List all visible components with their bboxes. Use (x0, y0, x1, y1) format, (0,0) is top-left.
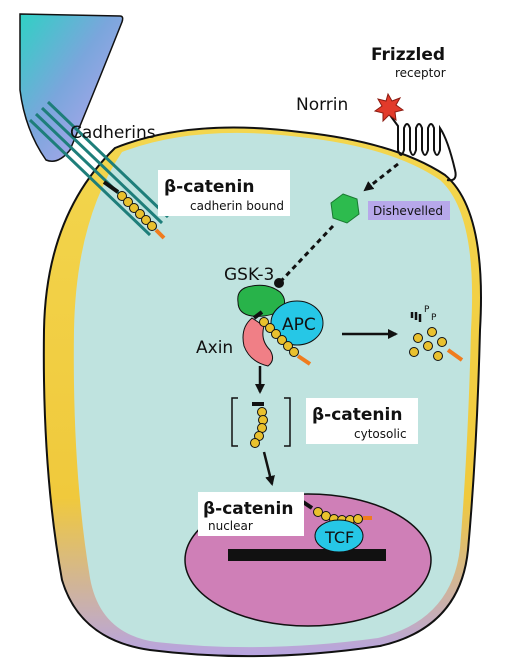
cytosolic-bracket-left (231, 397, 238, 447)
inhibition-end (274, 278, 284, 288)
apc-shape (270, 300, 324, 346)
apc-label: APC (282, 315, 316, 335)
axin-label: Axin (196, 338, 233, 358)
catenin-cyto-sub: cytosolic (354, 427, 407, 441)
axin-shape (242, 317, 274, 367)
cytosolic-bracket-right (284, 397, 291, 447)
frizzled-label: Frizzled (371, 45, 445, 65)
catenin-cadherin-chain (102, 180, 166, 240)
dna-bar (228, 549, 386, 561)
tcf-shape (314, 519, 364, 553)
cadherin-strands (28, 100, 170, 237)
gsk3-label: GSK-3 (224, 265, 274, 285)
catenin-bound-label-bg (158, 170, 290, 216)
dishevelled-label-bg (368, 201, 450, 220)
tcf-label: TCF (324, 528, 354, 547)
phospho-label-1: P (424, 305, 430, 315)
norrin-label: Norrin (296, 95, 348, 115)
dishevelled-shape (330, 193, 360, 224)
dishevelled-inhibits-gsk3 (280, 224, 335, 282)
norrin-ligand (373, 92, 405, 123)
dishevelled-label: Dishevelled (373, 204, 443, 218)
catenin-cyto-label-bg (306, 398, 418, 444)
gsk3-shape (237, 284, 286, 317)
catenin-complex-chain (252, 310, 312, 366)
catenin-nuclear-title: β-catenin (203, 499, 293, 519)
catenin-nuclear-sub: nuclear (208, 519, 253, 533)
frizzled-to-dishevelled-arrow (363, 162, 399, 192)
phospho-label-2: P (431, 313, 437, 323)
catenin-nuclear-label-bg (198, 492, 304, 536)
catenin-cytosolic-chain (250, 402, 268, 448)
cadherins-label: Cadherins (70, 123, 156, 143)
catenin-bound-title: β-catenin (164, 177, 254, 197)
frizzled-sub-label: receptor (395, 66, 446, 80)
catenin-bound-sub: cadherin bound (190, 199, 284, 213)
nuclear-translocation-arrow (262, 451, 275, 486)
degraded-catenin (409, 312, 464, 362)
catenin-cyto-title: β-catenin (312, 405, 402, 425)
frizzled-receptor (384, 107, 457, 182)
